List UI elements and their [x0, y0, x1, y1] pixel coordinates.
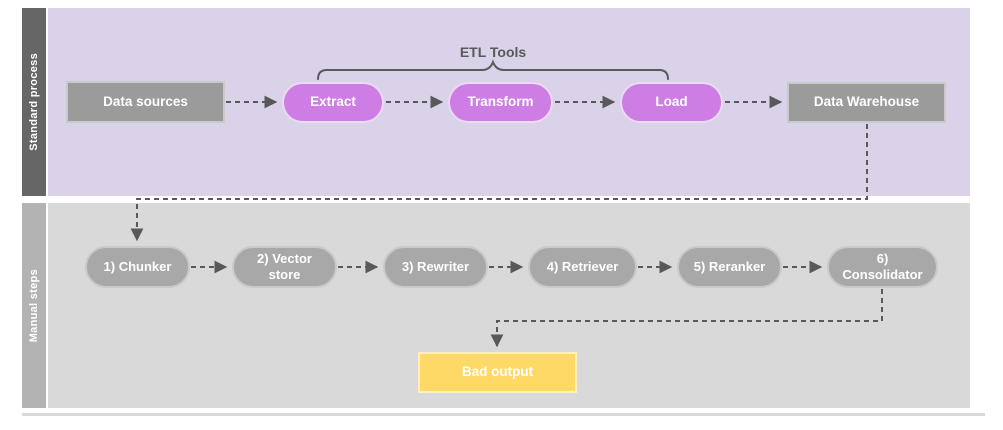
node-bad-output: Bad output	[418, 352, 577, 393]
node-data-sources: Data sources	[66, 81, 225, 123]
node-reranker: 5) Reranker	[677, 246, 782, 288]
node-retriever: 4) Retriever	[528, 246, 637, 288]
node-chunker: 1) Chunker	[85, 246, 190, 288]
etl-tools-label: ETL Tools	[459, 44, 527, 60]
node-extract: Extract	[282, 82, 384, 123]
lane-manual-steps-bar: Manual steps	[22, 203, 46, 408]
node-load: Load	[620, 82, 723, 123]
node-rewriter: 3) Rewriter	[383, 246, 488, 288]
node-vector-store: 2) Vector store	[232, 246, 337, 288]
lane-standard-process-bar: Standard process	[22, 8, 46, 196]
lane-manual-steps-label: Manual steps	[28, 268, 40, 343]
node-transform: Transform	[448, 82, 553, 123]
lane-standard-process-label: Standard process	[28, 53, 40, 151]
page-bottom-divider	[22, 413, 985, 416]
node-consolidator: 6) Consolidator	[827, 246, 938, 288]
node-data-warehouse: Data Warehouse	[787, 82, 946, 123]
